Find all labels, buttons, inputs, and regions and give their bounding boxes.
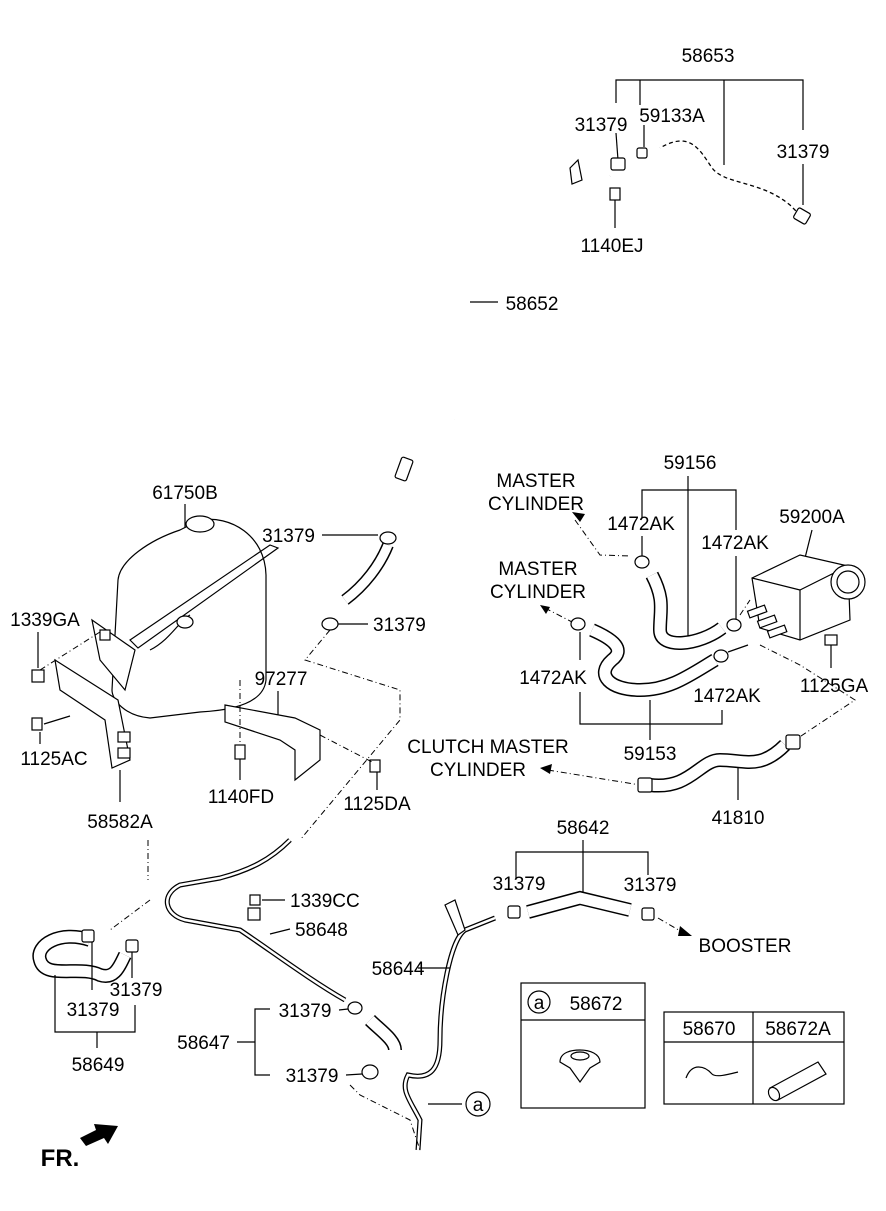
table-b-col1[interactable]: 58670: [683, 1019, 736, 1040]
label-61750B[interactable]: 61750B: [152, 483, 218, 504]
label-1472AK-d[interactable]: 1472AK: [693, 686, 761, 707]
label-1125AC[interactable]: 1125AC: [20, 749, 87, 770]
table-b-col2[interactable]: 58672A: [765, 1019, 831, 1040]
label-58644[interactable]: 58644: [372, 959, 425, 980]
label-31379-boost-r[interactable]: 31379: [624, 875, 677, 896]
label-31379-lo-b[interactable]: 31379: [286, 1066, 339, 1087]
front-direction-indicator: FR.: [41, 1124, 118, 1172]
table-a-letter: a: [534, 993, 545, 1014]
label-1472AK-a[interactable]: 1472AK: [607, 514, 675, 535]
table-a-part[interactable]: 58672: [570, 994, 623, 1015]
label-fr: FR.: [41, 1145, 80, 1172]
label-1125DA[interactable]: 1125DA: [343, 794, 411, 815]
bracket-97277: 97277 1140FD 1125DA: [208, 669, 411, 815]
brake-pipe-58652: 58652: [383, 174, 611, 536]
label-41810[interactable]: 41810: [712, 808, 765, 829]
front-arrow-icon: [80, 1124, 118, 1146]
label-1472AK-c[interactable]: 1472AK: [519, 668, 587, 689]
label-58647[interactable]: 58647: [177, 1033, 230, 1054]
label-59156[interactable]: 59156: [664, 453, 717, 474]
label-58652[interactable]: 58652: [506, 294, 559, 315]
pipe-58648: 1339CC 58648: [109, 838, 360, 1003]
label-59153[interactable]: 59153: [624, 744, 677, 765]
label-31379-lo-a[interactable]: 31379: [279, 1001, 332, 1022]
ref-a-circle-label[interactable]: a: [473, 1095, 484, 1116]
label-31379-top-left[interactable]: 31379: [575, 115, 628, 136]
hose-58649: 31379 31379 58649: [32, 929, 163, 1076]
tank-61750B: 61750B 1339GA 1125AC 58582A: [10, 483, 280, 833]
label-58653[interactable]: 58653: [682, 46, 735, 67]
label-1472AK-b[interactable]: 1472AK: [701, 533, 769, 554]
detail-box-58672: a 58672: [520, 982, 646, 1109]
label-1339GA[interactable]: 1339GA: [10, 610, 80, 631]
label-31379-mid-a[interactable]: 31379: [262, 526, 315, 547]
label-59200A[interactable]: 59200A: [779, 507, 845, 528]
label-97277[interactable]: 97277: [255, 669, 308, 690]
booster-hose-58642: 58642 31379 31379 BOOSTER: [493, 818, 792, 957]
label-31379-top-right[interactable]: 31379: [777, 142, 830, 163]
label-58648[interactable]: 58648: [295, 920, 348, 941]
label-59133A[interactable]: 59133A: [639, 106, 705, 127]
label-1140FD[interactable]: 1140FD: [208, 787, 274, 808]
pipe-58644: 58644 a: [372, 899, 496, 1151]
hose-assembly-58653: 58653 31379 59133A 31379 1140EJ: [569, 46, 830, 257]
label-booster[interactable]: BOOSTER: [699, 936, 792, 957]
hose-58647: 31379 31379 58647: [177, 1001, 421, 1151]
detail-box-58670-58672A: 58670 58672A: [663, 1011, 845, 1105]
label-31379-boost-l[interactable]: 31379: [493, 874, 546, 895]
label-31379-bl-b[interactable]: 31379: [110, 980, 163, 1001]
label-1339CC[interactable]: 1339CC: [290, 891, 360, 912]
reservoir-59200A: 59200A 1125GA: [746, 507, 869, 741]
label-31379-bl-a[interactable]: 31379: [67, 1000, 120, 1021]
label-58642[interactable]: 58642: [557, 818, 610, 839]
label-58649[interactable]: 58649: [72, 1055, 125, 1076]
label-58582A[interactable]: 58582A: [87, 812, 153, 833]
label-1140EJ[interactable]: 1140EJ: [580, 236, 643, 257]
label-31379-mid-b[interactable]: 31379: [373, 615, 426, 636]
hose-mid-clamps: 31379 31379: [262, 526, 426, 841]
label-1125GA[interactable]: 1125GA: [800, 676, 869, 697]
